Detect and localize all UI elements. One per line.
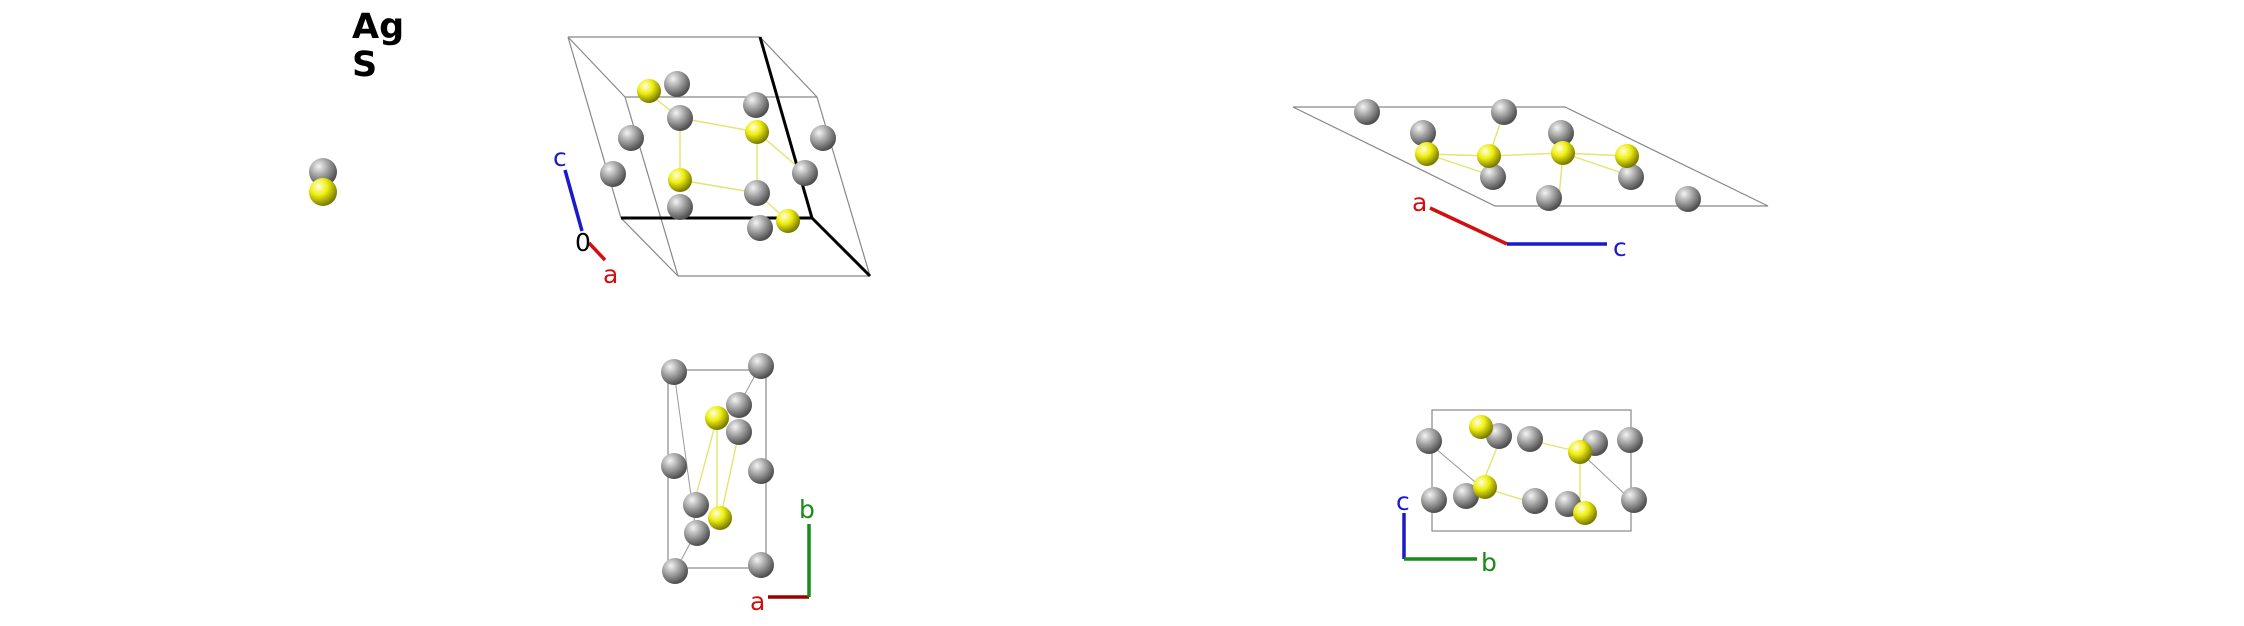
ag-atom — [683, 492, 709, 518]
ag-atom — [1675, 186, 1701, 212]
s-atom — [1551, 141, 1575, 165]
s-atom — [1469, 415, 1493, 439]
ag-atom — [664, 71, 690, 97]
ag-atom — [1618, 164, 1644, 190]
ag-atom — [1536, 185, 1562, 211]
s-atom — [1415, 142, 1439, 166]
legend-swatches — [309, 158, 337, 206]
a-axis-line — [587, 241, 607, 262]
s-atom — [1473, 475, 1497, 499]
c-axis-label: c — [553, 143, 567, 172]
b-axis-label: b — [799, 495, 815, 524]
ag-atom — [1453, 483, 1479, 509]
ab-axes: a b — [750, 495, 815, 616]
a-axis-label: a — [1412, 188, 1427, 217]
ag-atom — [726, 419, 752, 445]
perspective-axes: c 0 a — [553, 143, 618, 289]
ag-atom — [748, 552, 774, 578]
ag-atom — [684, 520, 710, 546]
a-axis-line — [1429, 206, 1508, 246]
ag-atom — [600, 161, 626, 187]
s-atom — [745, 120, 769, 144]
ag-atom — [1522, 488, 1548, 514]
ag-atom — [1416, 428, 1442, 454]
ag-atom — [1548, 120, 1574, 146]
c-axis-line — [563, 169, 584, 232]
bc-atoms — [1416, 415, 1647, 525]
view-bc: c b — [1396, 409, 1647, 577]
ac-unit-cell — [1292, 106, 1769, 207]
perspective-atoms — [600, 71, 836, 241]
ag-atom — [667, 105, 693, 131]
ag-atom — [1410, 120, 1436, 146]
bc-axes: c b — [1396, 487, 1497, 577]
legend-s-sphere — [309, 178, 337, 206]
ag-atom — [810, 125, 836, 151]
s-atom — [1573, 501, 1597, 525]
s-atom — [1568, 440, 1592, 464]
legend-s-label: S — [352, 45, 378, 85]
ag-atom — [792, 160, 818, 186]
legend-ag-sphere — [309, 158, 337, 186]
ag-atom — [618, 125, 644, 151]
s-atom — [708, 506, 732, 530]
s-atom — [705, 406, 729, 430]
ag-atom — [743, 92, 769, 118]
s-atom — [1615, 144, 1639, 168]
ag-atom — [661, 359, 687, 385]
legend-ag-label: Ag — [352, 7, 405, 47]
ag-atom — [1421, 487, 1447, 513]
ag-atom — [748, 353, 774, 379]
ag-atom — [1354, 99, 1380, 125]
s-atom — [1477, 144, 1501, 168]
ag-atom — [1621, 487, 1647, 513]
ac-atoms — [1354, 99, 1701, 212]
c-axis-label: c — [1396, 487, 1410, 516]
ag-atom — [662, 558, 688, 584]
view-ab: a b — [661, 353, 815, 616]
ab-bonds — [693, 417, 740, 521]
ag-atom — [726, 392, 752, 418]
perspective-unit-cell — [567, 36, 871, 277]
s-atom — [776, 209, 800, 233]
ac-axes: a c — [1412, 188, 1627, 262]
ag-atom — [1517, 426, 1543, 452]
ag-atom — [667, 194, 693, 220]
ag-atom — [748, 458, 774, 484]
view-ac: a c — [1292, 99, 1769, 262]
perspective-view: c 0 a — [553, 36, 872, 289]
ag-atom — [1480, 164, 1506, 190]
s-atom — [637, 79, 661, 103]
origin-label: 0 — [575, 228, 591, 257]
ag-atom — [1491, 99, 1517, 125]
s-atom — [668, 168, 692, 192]
a-axis-label: a — [603, 260, 618, 289]
ag-atom — [744, 180, 770, 206]
b-axis-label: b — [1481, 548, 1497, 577]
ab-atoms — [661, 353, 774, 584]
c-axis-label: c — [1613, 233, 1627, 262]
perspective-dark-edges — [621, 36, 872, 278]
ag-atom — [661, 453, 687, 479]
ag-atom — [747, 215, 773, 241]
bc-unit-cell — [1431, 409, 1632, 532]
a-axis-label: a — [750, 587, 765, 616]
ag-atom — [1617, 427, 1643, 453]
element-legend: Ag S — [352, 8, 404, 84]
